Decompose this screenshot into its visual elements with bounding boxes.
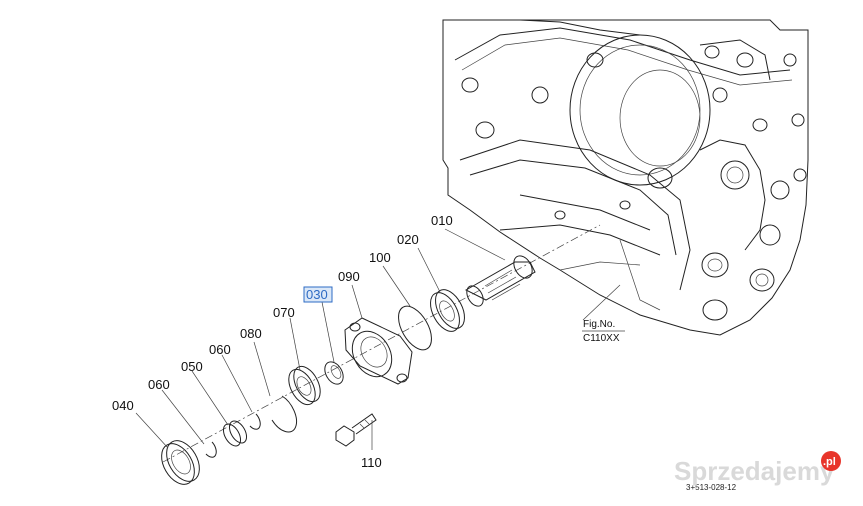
part-040-oil-seal <box>161 440 200 485</box>
watermark-badge-text: .pl <box>823 456 836 468</box>
part-080-circlip <box>271 395 297 433</box>
part-090-flange-housing <box>344 317 413 385</box>
part-110-bolt <box>335 413 377 447</box>
figure-number-box: Fig.No. C110XX <box>582 319 625 344</box>
label-070: 070 <box>273 305 295 320</box>
label-080: 080 <box>240 326 262 341</box>
label-060-lower: 060 <box>148 377 170 392</box>
watermark-badge <box>821 451 841 471</box>
label-020: 020 <box>397 232 419 247</box>
part-020-bearing <box>430 289 465 332</box>
part-070-bearing <box>288 365 321 406</box>
label-030: 030 <box>306 287 328 302</box>
watermark-text: Sprzedajemy <box>674 456 835 486</box>
label-110: 110 <box>361 455 382 470</box>
label-050: 050 <box>181 359 203 374</box>
label-100: 100 <box>369 250 391 265</box>
part-060-snap-ring-upper <box>249 413 261 430</box>
watermark: Sprzedajemy .pl <box>674 451 841 486</box>
part-060-snap-ring-lower <box>205 441 217 458</box>
label-010: 010 <box>431 213 453 228</box>
drawing-code: 3+513-028-12 <box>686 483 737 492</box>
leader-lines <box>135 228 621 450</box>
label-060-upper: 060 <box>209 342 231 357</box>
figure-label: Fig.No. <box>583 319 615 330</box>
figure-number: C110XX <box>583 333 620 344</box>
label-040: 040 <box>112 398 134 413</box>
part-100-o-ring <box>398 305 432 351</box>
label-090: 090 <box>338 269 360 284</box>
label-030-highlight <box>303 286 333 303</box>
transmission-housing <box>442 19 809 336</box>
part-010-shaft <box>464 255 536 307</box>
axis-line <box>162 224 601 463</box>
part-030-collar <box>324 361 344 385</box>
part-050-collar <box>222 420 248 447</box>
